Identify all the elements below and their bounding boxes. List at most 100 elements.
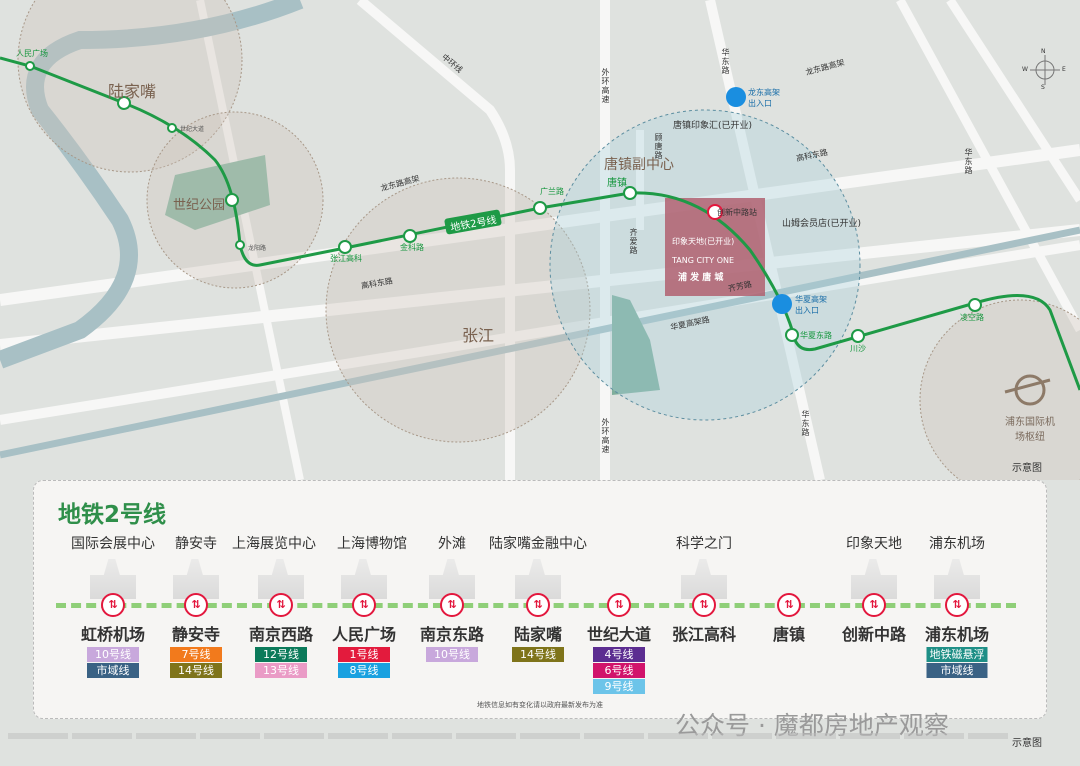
poi-label: 山姆会员店(已开业) (782, 219, 862, 229)
airport-icon (1004, 374, 1051, 406)
metro-station-icon: ⇅ (269, 593, 293, 617)
map-canvas (0, 0, 1080, 480)
footer-schematic: 示意图 (1012, 738, 1042, 749)
red-station-marker (707, 204, 723, 220)
station-label: 川沙 (850, 344, 866, 353)
metro-station-icon: ⇅ (440, 593, 464, 617)
line-badge: 14号线 (512, 647, 564, 662)
station-name: 张江高科 (671, 625, 737, 644)
district-century-park: 世纪公园 (173, 198, 226, 213)
metro-station-icon: ⇅ (352, 593, 376, 617)
line-badge: 4号线 (593, 647, 645, 662)
road-label: 外环高速 (601, 418, 610, 454)
line-badge: 12号线 (255, 647, 307, 662)
metro-station-icon: ⇅ (101, 593, 125, 617)
compass-e: E (1062, 66, 1066, 73)
line-badge: 市域线 (87, 663, 139, 678)
district-tangzhen: 唐镇副中心 (604, 157, 674, 173)
station-name: 浦东机场 (924, 625, 990, 644)
station-name: 南京东路 (419, 625, 485, 644)
road-label: 华东路 (964, 148, 973, 175)
green-area (612, 295, 660, 395)
road-label: 齐爱路 (629, 228, 638, 255)
panel-note: 地铁信息如有变化请以政府最新发布为准 (477, 701, 603, 709)
exit-label: 龙东高架出入口 (748, 88, 780, 108)
station-label: 龙阳路 (248, 245, 267, 252)
compass-icon (1030, 55, 1060, 85)
line-badge: 地铁磁悬浮 (926, 647, 988, 662)
line-badge: 14号线 (170, 663, 222, 678)
road-label: 外环高速 (601, 68, 610, 104)
poi-label: 印象天地(已开业) (672, 237, 735, 246)
station-label: 张江高科 (330, 254, 362, 263)
panel-title: 地铁2号线 (58, 502, 167, 528)
road-label: 华东路 (721, 48, 730, 75)
station-label: 人民广场 (16, 49, 48, 58)
transfer-lines: 14号线 (512, 647, 564, 662)
landmark-label: 科学之门 (676, 536, 732, 552)
transfer-lines: 10号线市域线 (87, 647, 139, 678)
station-label: 华夏东路 (800, 331, 832, 340)
line-badge: 10号线 (87, 647, 139, 662)
line-label-bg (444, 209, 502, 235)
landmark-label: 国际会展中心 (71, 536, 155, 552)
landmark-label: 浦东机场 (929, 536, 985, 552)
landmark-label: 外滩 (438, 536, 466, 552)
river (0, 0, 1080, 459)
transfer-lines: 10号线 (426, 647, 478, 662)
metro-station-icon: ⇅ (862, 593, 886, 617)
exit-icon (772, 294, 792, 314)
station-label: 凌空路 (960, 313, 984, 322)
project-name-en: TANG CITY ONE (672, 256, 735, 265)
station-name: 静安寺 (171, 625, 221, 644)
exit-icon (726, 87, 746, 107)
line-badge: 7号线 (170, 647, 222, 662)
exit-label: 华夏高架出入口 (795, 295, 827, 315)
compass-w: W (1022, 66, 1028, 73)
station-name: 世纪大道 (586, 625, 652, 644)
metro-station-icon: ⇅ (945, 593, 969, 617)
metro-station-icon: ⇅ (526, 593, 550, 617)
line2-route (0, 56, 1080, 391)
landmark-label: 静安寺 (175, 536, 217, 552)
transfer-lines: 地铁磁悬浮市域线 (926, 647, 988, 678)
line-badge: 市域线 (926, 663, 988, 678)
district-zhangjiang: 张江 (462, 326, 495, 345)
station-name: 陆家嘴 (513, 625, 563, 644)
road-label: 顾唐路 (654, 133, 663, 160)
metro-station-icon: ⇅ (692, 593, 716, 617)
station-label: 唐镇 (607, 178, 627, 189)
line-badge: 13号线 (255, 663, 307, 678)
station-label: 金科路 (400, 243, 424, 252)
roads (0, 0, 1080, 480)
station-name: 南京西路 (248, 625, 314, 644)
compass-s: S (1041, 84, 1045, 91)
line-badge: 6号线 (593, 663, 645, 678)
landmark-label: 上海博物馆 (337, 536, 407, 552)
line-badge: 9号线 (593, 679, 645, 694)
station-label: 创新中路站 (717, 208, 757, 217)
district-lujiazui: 陆家嘴 (108, 82, 157, 101)
schematic-label: 示意图 (1012, 463, 1042, 474)
line-badge: 8号线 (338, 663, 390, 678)
metro-station-icon: ⇅ (607, 593, 631, 617)
disclaimer-text (8, 733, 1008, 739)
project-name-cn: 浦 发 唐 城 (678, 273, 724, 283)
station-label: 世纪大道 (180, 126, 205, 133)
station-markers (25, 61, 982, 343)
metro-station-icon: ⇅ (184, 593, 208, 617)
metro-station-icon: ⇅ (777, 593, 801, 617)
landmark-label: 印象天地 (846, 536, 902, 552)
landmark-label: 上海展览中心 (232, 536, 316, 552)
station-name: 创新中路 (841, 625, 907, 644)
road-label: 华东路 (801, 410, 810, 437)
poi-label: 唐镇印象汇(已开业) (673, 121, 753, 131)
line-badge: 1号线 (338, 647, 390, 662)
station-name: 虹桥机场 (80, 625, 146, 644)
landmark-label: 陆家嘴金融中心 (489, 536, 587, 552)
district-airport: 浦东国际机场枢纽 (1005, 417, 1055, 443)
